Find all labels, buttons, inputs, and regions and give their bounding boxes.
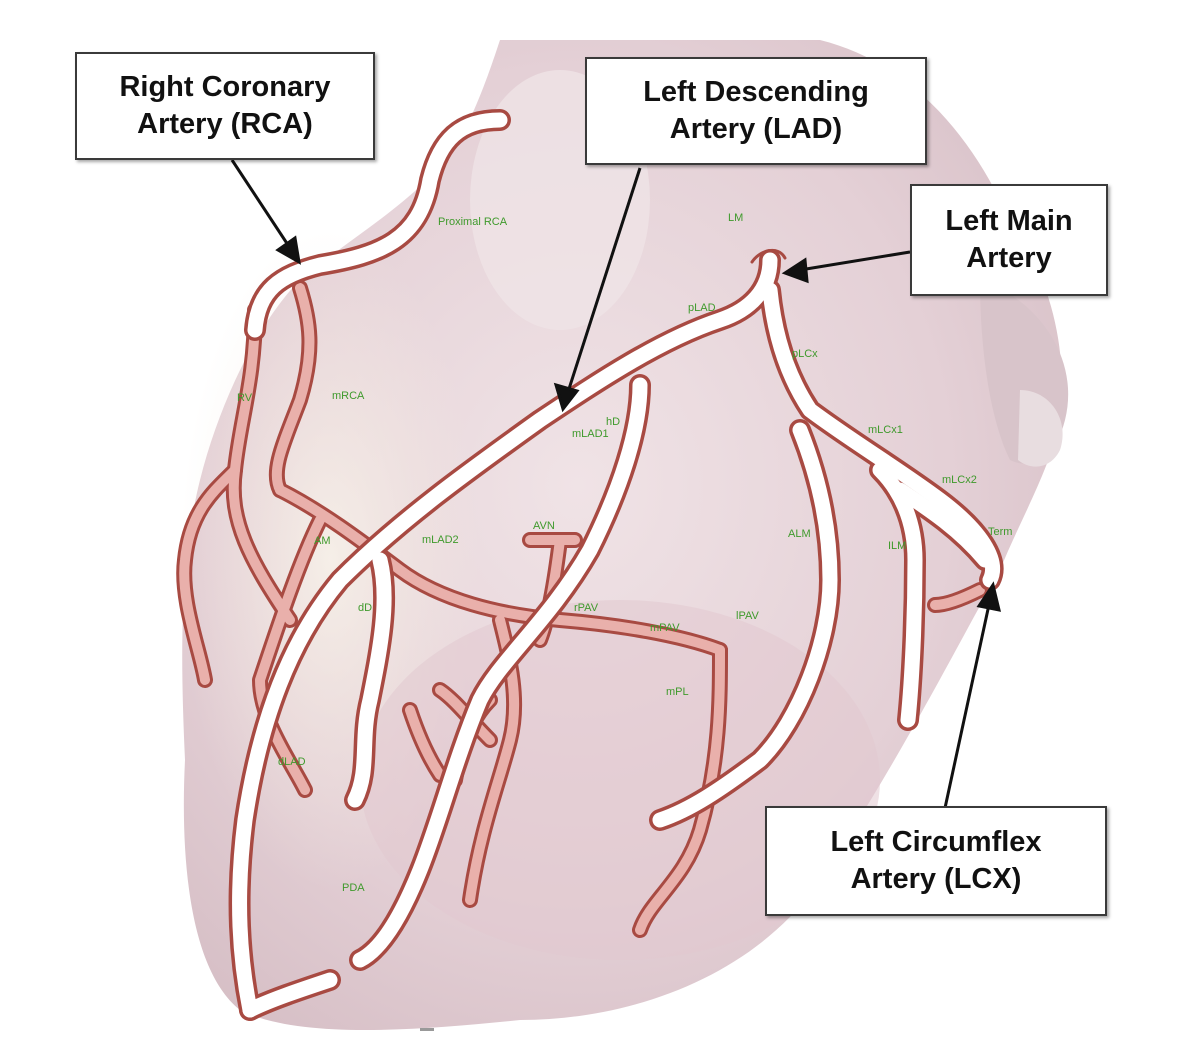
callout-lad-line2: Artery (LAD) — [669, 113, 843, 145]
rca-arrow — [230, 159, 292, 249]
rca-arrowhead — [275, 235, 301, 265]
label-proximal-rca: Proximal RCA — [438, 216, 508, 228]
pointer-arrows — [230, 159, 1002, 809]
label-dlad: dLAD — [278, 756, 306, 768]
label-am: AM — [314, 535, 331, 547]
main-vessels — [228, 109, 1004, 1021]
label-rpav: rPAV — [574, 602, 599, 614]
lad-arrow — [566, 167, 642, 393]
label-avn: AVN — [533, 520, 555, 532]
bottom-mark — [420, 1028, 434, 1031]
label-dd-top: hD — [606, 416, 621, 428]
label-lm: LM — [728, 212, 744, 224]
label-pda: PDA — [342, 882, 365, 894]
label-lpav: lPAV — [736, 610, 759, 622]
label-term: Term — [988, 526, 1013, 538]
callout-lcx-line1: Left Circumflex — [830, 826, 1042, 858]
label-mlcx2: mLCx2 — [942, 474, 977, 486]
callout-lcx: Left Circumflex Artery (LCX) — [765, 806, 1107, 916]
lm-arrow — [799, 250, 911, 272]
label-dd: dD — [358, 602, 373, 614]
label-plcx: pLCx — [792, 348, 818, 360]
callout-lad: Left Descending Artery (LAD) — [585, 57, 927, 165]
callout-lm-line2: Artery — [966, 242, 1052, 274]
lm-arrowhead — [781, 257, 809, 284]
label-ilm: ILM — [888, 540, 907, 552]
callout-lad-line1: Left Descending — [643, 76, 869, 108]
label-mlad1: mLAD1 — [572, 428, 609, 440]
label-alm: ALM — [788, 528, 811, 540]
callout-lcx-line2: Artery (LCX) — [850, 863, 1022, 895]
callout-rca-line2: Artery (RCA) — [137, 108, 313, 140]
lcx-arrowhead — [976, 581, 1002, 612]
label-mpl: mPL — [666, 686, 689, 698]
label-plad: pLAD — [688, 302, 716, 314]
callout-rca-line1: Right Coronary — [119, 71, 331, 103]
callout-rca: Right Coronary Artery (RCA) — [75, 52, 375, 160]
callout-lm-line1: Left Main — [945, 205, 1073, 237]
label-mrca: mRCA — [332, 390, 365, 402]
callout-lm: Left Main Artery — [910, 184, 1108, 296]
label-mpav: mPAV — [650, 622, 680, 634]
label-rv: RV — [237, 392, 253, 404]
rca-branches — [176, 280, 988, 938]
label-mlcx1: mLCx1 — [868, 424, 903, 436]
lcx-arrow — [943, 599, 992, 809]
right-appendage — [1018, 390, 1063, 467]
label-mlad2: mLAD2 — [422, 534, 459, 546]
lad-arrowhead — [553, 382, 580, 413]
